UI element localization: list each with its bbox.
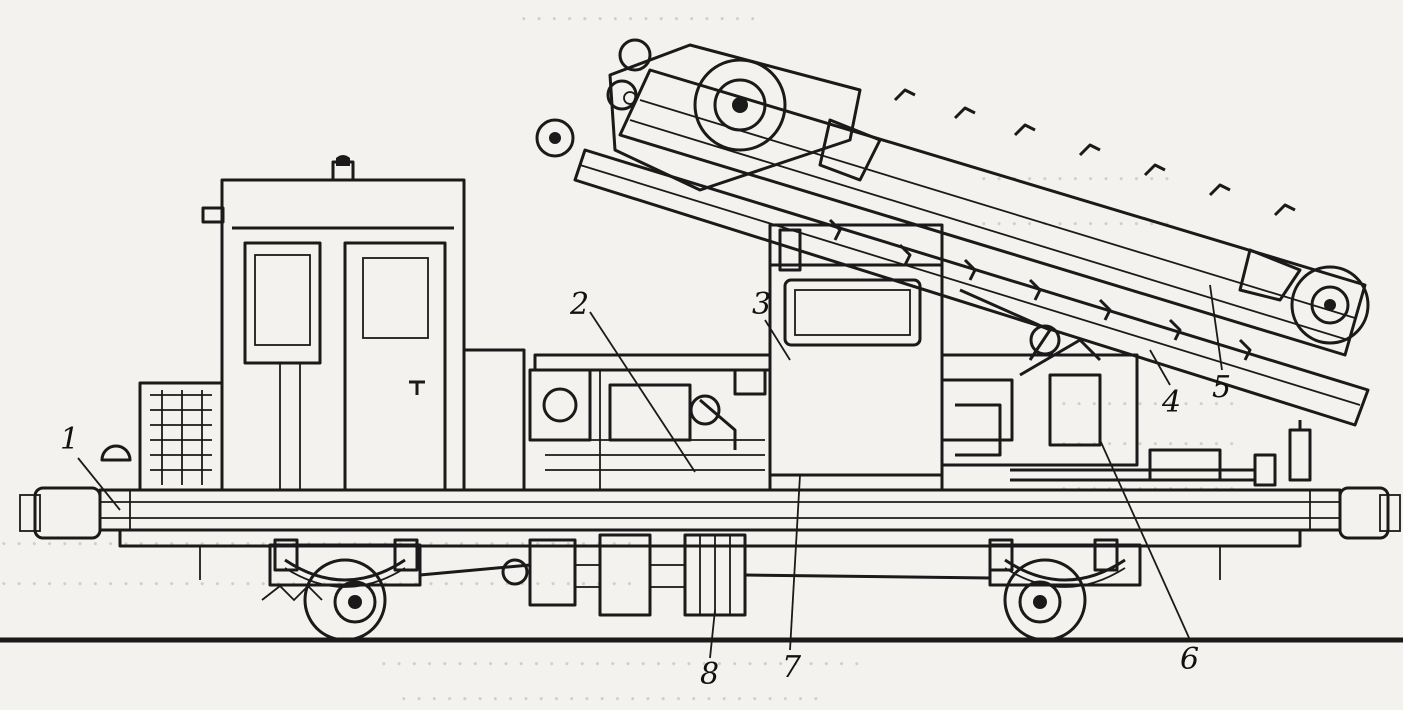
svg-text:. . . . . . . . . . . . . . .: . . . . . . . . . . . . . . . . . . . . …: [400, 678, 820, 706]
label-8: 8: [700, 657, 720, 692]
machinery-6: [940, 338, 1312, 487]
frame-1: [19, 486, 1401, 580]
cutter-chain-5: [606, 38, 1370, 361]
box-3: [768, 223, 944, 492]
svg-text:. . . . . . . . . . . .: . . . . . . . . . . . .: [1060, 383, 1235, 411]
label-6: 6: [1180, 642, 1200, 677]
svg-text:. . . . . . . . . . . .: . . . . . . . . . . . .: [1060, 423, 1235, 451]
svg-text:. . . . . . . . . . . . . . .: . . . . . . . . . . . . . . . .: [520, 0, 757, 26]
leader-lines: [77, 284, 1223, 659]
label-4: 4: [1162, 385, 1182, 420]
label-3: 3: [752, 287, 772, 322]
label-7: 7: [782, 650, 802, 685]
conveyor-boom-4: [535, 118, 1370, 427]
battery-box: [100, 381, 224, 492]
engine-block: [462, 348, 526, 492]
label-2: 2: [570, 287, 590, 322]
label-1: 1: [60, 422, 80, 457]
bogie-left: [261, 538, 422, 642]
svg-text:. . . . . . . . . . . .: . . . . . . . . . . . .: [1060, 468, 1235, 496]
machinery-2: [528, 353, 772, 490]
drive-unit-8: [419, 533, 991, 617]
svg-text:. . . . . . . . . . . . . . .: . . . . . . . . . . . . . . . . . . . . …: [380, 643, 861, 671]
svg-text:. . . . . . . . . . . . .: . . . . . . . . . . . . .: [980, 158, 1171, 186]
bogie-right: [988, 538, 1142, 642]
label-5: 5: [1212, 370, 1232, 405]
cabin: [201, 155, 466, 492]
